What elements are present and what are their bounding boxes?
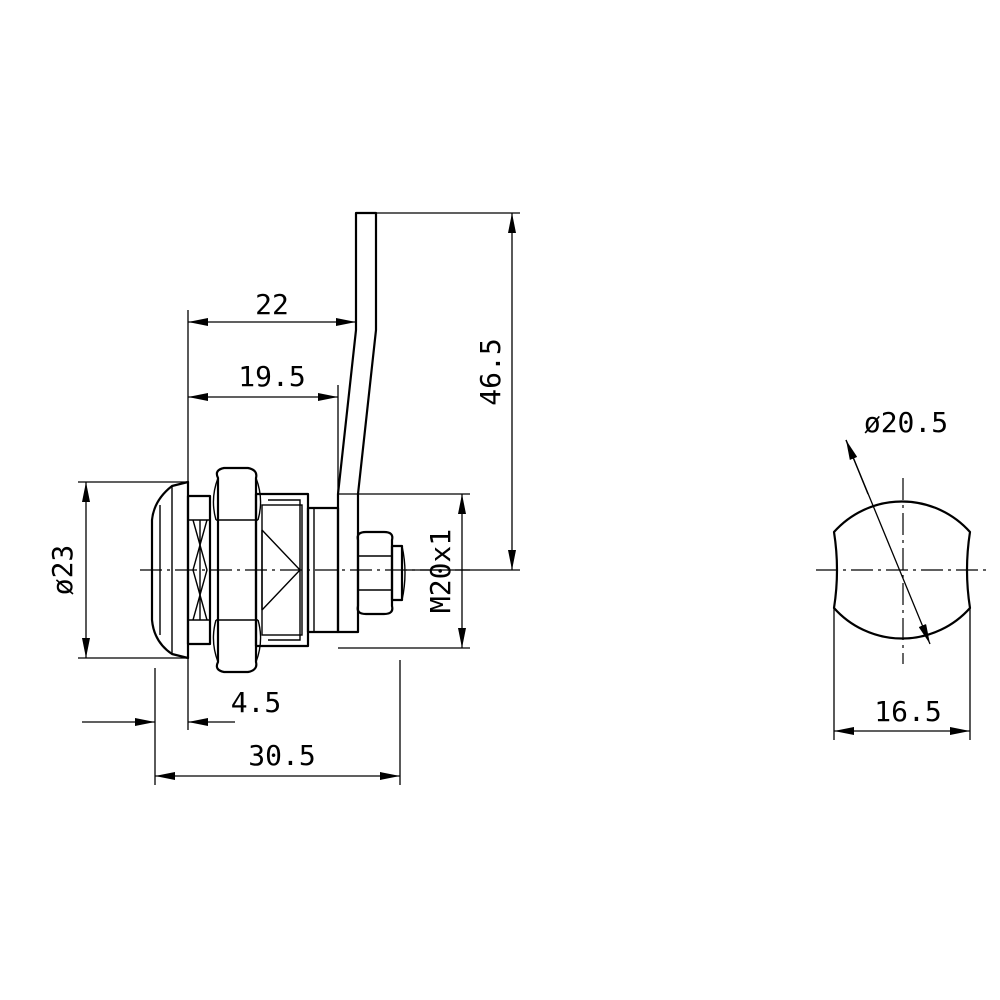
- dim-19-5-label: 19.5: [238, 360, 305, 393]
- dim-d23-label: ø23: [46, 545, 79, 596]
- dim-22-label: 22: [255, 288, 289, 321]
- hex-nut: [212, 466, 262, 674]
- dim-d20-5-label: ø20.5: [864, 406, 948, 439]
- lock-body: [254, 492, 340, 648]
- dim-46-5-label: 46.5: [474, 338, 507, 405]
- dim-m20x1-label: M20x1: [424, 529, 457, 613]
- dim-16-5-label: 16.5: [874, 695, 941, 728]
- small-nut: [356, 530, 406, 616]
- side-view: 22 19.5 46.5 ø23 M20x1 4.5 30.5: [46, 211, 520, 785]
- front-view: ø20.5 16.5: [816, 406, 990, 740]
- dim-30-5-label: 30.5: [248, 739, 315, 772]
- dim-4-5-label: 4.5: [231, 686, 282, 719]
- cam-lever: [336, 211, 378, 634]
